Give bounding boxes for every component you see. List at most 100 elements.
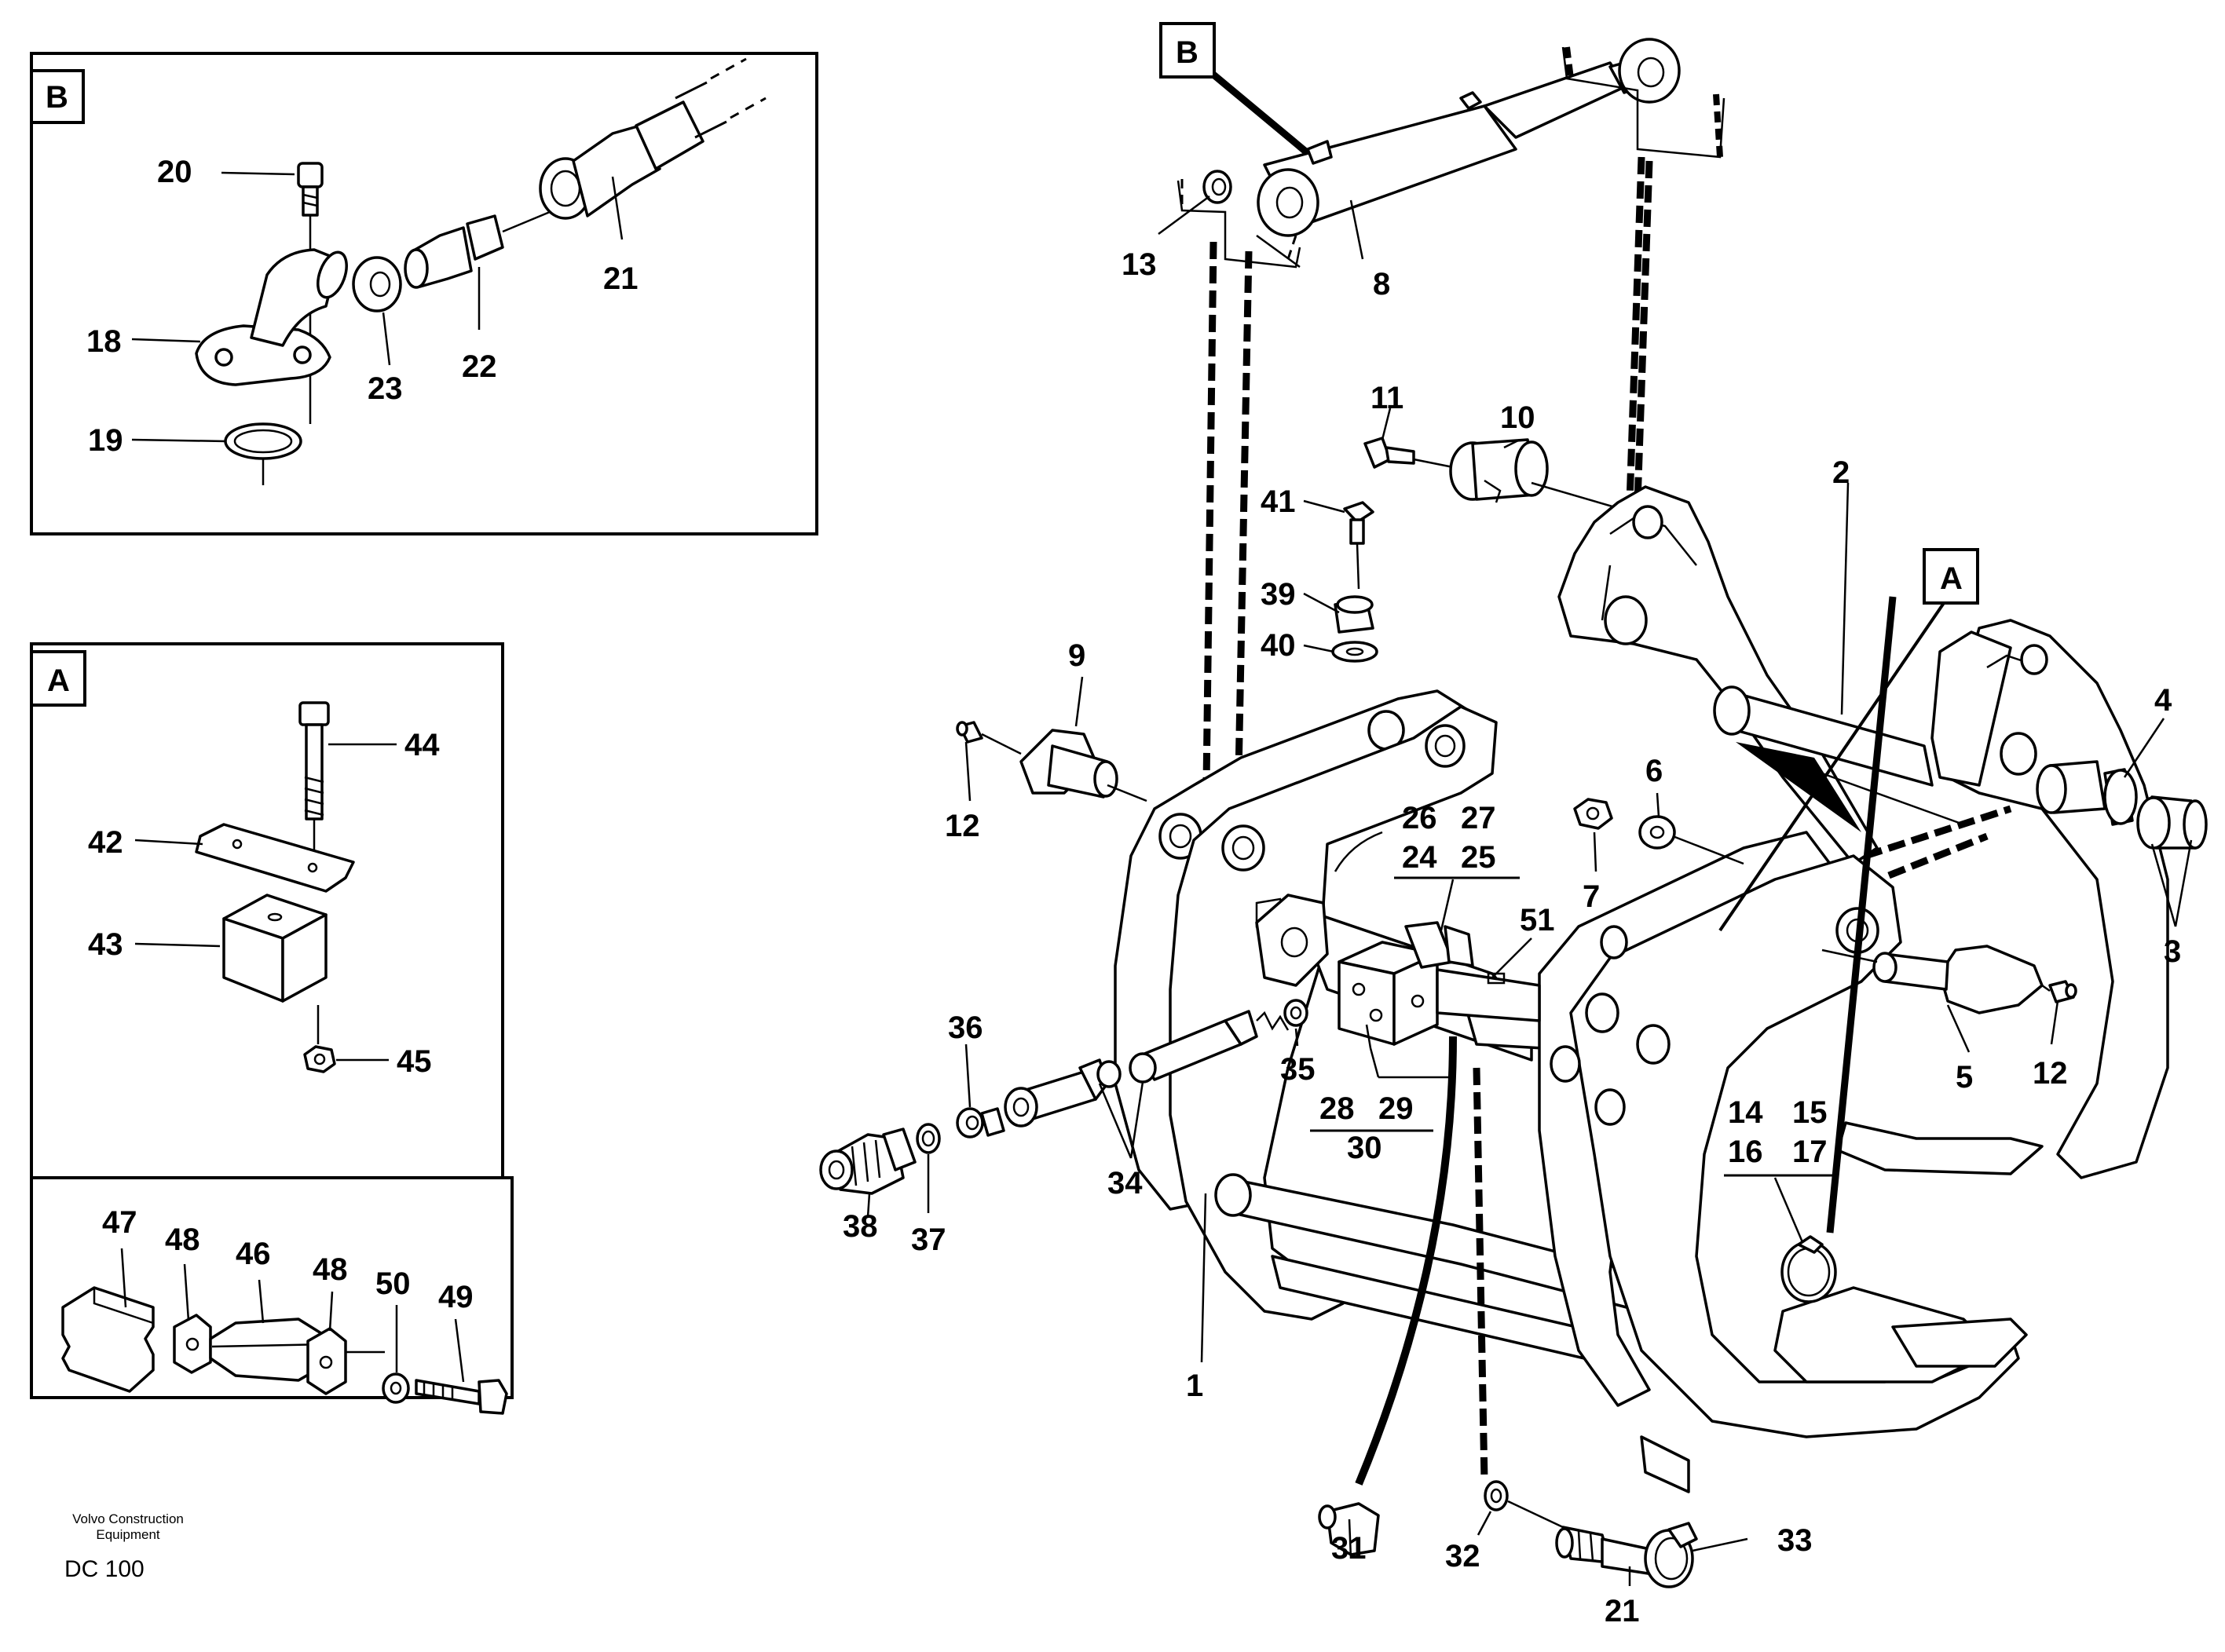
callout-11: 11: [1370, 381, 1403, 415]
bushing-3: [2136, 795, 2208, 850]
dashed-link-13-frame: [1202, 241, 1217, 845]
callout-18: 18: [86, 324, 122, 359]
main-frame-front-plate: [1169, 705, 1498, 1321]
washer-40: [1331, 641, 1378, 663]
callout-20: 20: [157, 155, 192, 189]
o-ring-19: [224, 422, 302, 460]
callout-38: 38: [843, 1209, 878, 1244]
callout-41: 41: [1261, 484, 1296, 519]
callout-6: 6: [1645, 754, 1663, 788]
washer-13: [1202, 170, 1232, 204]
callout-50: 50: [375, 1266, 411, 1301]
grease-pin-34: [1004, 1010, 1290, 1128]
callout-37: 37: [911, 1223, 946, 1257]
detail-a-panel: A 44 42 43 45: [30, 642, 504, 1179]
washer-6: [1638, 815, 1676, 850]
clamp-33: [1644, 1522, 1698, 1588]
pin-9: [1019, 729, 1147, 802]
plate-42: [195, 823, 355, 893]
callout-48-right: 48: [313, 1252, 348, 1287]
guard-47: [61, 1286, 155, 1393]
right-lever-arm: [1930, 619, 2169, 1179]
grease-nipple-12-left: [956, 721, 1022, 755]
detail-b-tag: B: [46, 80, 68, 115]
callout-47: 47: [102, 1205, 137, 1240]
callout-12-right: 12: [2033, 1056, 2068, 1091]
cylinder-8: [1257, 38, 1681, 237]
callout-15: 15: [1792, 1095, 1828, 1130]
callout-49: 49: [438, 1280, 474, 1314]
callout-1: 1: [1186, 1369, 1203, 1403]
callout-30: 30: [1347, 1131, 1382, 1165]
bolt-49: [415, 1379, 508, 1415]
callout-43: 43: [88, 927, 123, 962]
pin-10: [1449, 438, 1627, 512]
callout-51: 51: [1520, 903, 1555, 937]
callout-25: 25: [1461, 840, 1496, 875]
pin-5: [1821, 945, 2044, 1014]
callout-21-main: 21: [1605, 1594, 1640, 1628]
main-tag-a: A: [1940, 561, 1963, 596]
detail-a-tag: A: [47, 663, 70, 698]
nut-45: [303, 1045, 336, 1073]
callout-3: 3: [2164, 934, 2181, 969]
elbow-flange-18: [195, 248, 348, 386]
footer-company-line2: Equipment: [96, 1527, 160, 1542]
bushing-4: [2036, 760, 2138, 826]
callout-35: 35: [1280, 1052, 1316, 1087]
callout-44: 44: [404, 728, 440, 762]
callout-27: 27: [1461, 801, 1496, 835]
detail-b-panel: B: [30, 52, 818, 535]
callout-17: 17: [1792, 1135, 1828, 1169]
footer-company-line1: Volvo Construction: [72, 1511, 184, 1526]
o-ring-37: [916, 1123, 941, 1154]
callout-10: 10: [1500, 400, 1535, 435]
main-tag-b: B: [1176, 35, 1198, 70]
callout-19: 19: [88, 423, 123, 458]
hose-21-detail: [539, 57, 767, 220]
clamp-48-left: [173, 1314, 212, 1374]
washer-23: [352, 256, 402, 312]
callout-46: 46: [236, 1237, 271, 1271]
callout-4: 4: [2154, 683, 2172, 718]
washer-32: [1484, 1480, 1509, 1511]
grease-nipple-12-right: [2048, 980, 2077, 1003]
fitting-31: [1318, 1502, 1380, 1556]
lock-ring-14-17: [1780, 1235, 1837, 1303]
callout-5: 5: [1956, 1060, 1973, 1095]
callout-7: 7: [1583, 879, 1600, 914]
washer-50: [382, 1372, 410, 1404]
callout-12-left: 12: [945, 809, 980, 843]
callout-48-left: 48: [165, 1223, 200, 1257]
bolt-44: [298, 701, 330, 879]
right-front-frame: [1538, 831, 2044, 1493]
callout-9: 9: [1068, 638, 1085, 673]
callout-36: 36: [948, 1011, 983, 1045]
callout-22: 22: [462, 349, 497, 384]
callout-29: 29: [1378, 1091, 1414, 1126]
hose-guard-panel: 47 48 46 48 50 49: [30, 1176, 514, 1415]
callout-24: 24: [1402, 840, 1437, 875]
callout-42: 42: [88, 825, 123, 860]
callout-39: 39: [1261, 577, 1296, 612]
nut-7: [1573, 798, 1613, 830]
callout-2: 2: [1832, 455, 1850, 490]
callout-16: 16: [1728, 1135, 1763, 1169]
footer-code: DC 100: [64, 1556, 145, 1582]
callout-31: 31: [1331, 1531, 1367, 1566]
callout-40: 40: [1261, 628, 1296, 663]
fitting-21-main: [1555, 1526, 1659, 1576]
callout-13: 13: [1122, 247, 1157, 282]
coupling-38: [819, 1128, 917, 1195]
callout-21-detail: 21: [603, 261, 639, 296]
nipple-22: [404, 210, 551, 289]
bolt-41: [1343, 501, 1374, 590]
nipple-39: [1334, 595, 1374, 634]
callout-45: 45: [397, 1044, 432, 1079]
cylinder-51: [1404, 921, 1541, 1022]
block-43: [222, 894, 328, 1003]
callout-34: 34: [1107, 1166, 1143, 1201]
callout-8: 8: [1373, 267, 1390, 302]
callout-28: 28: [1319, 1091, 1355, 1126]
